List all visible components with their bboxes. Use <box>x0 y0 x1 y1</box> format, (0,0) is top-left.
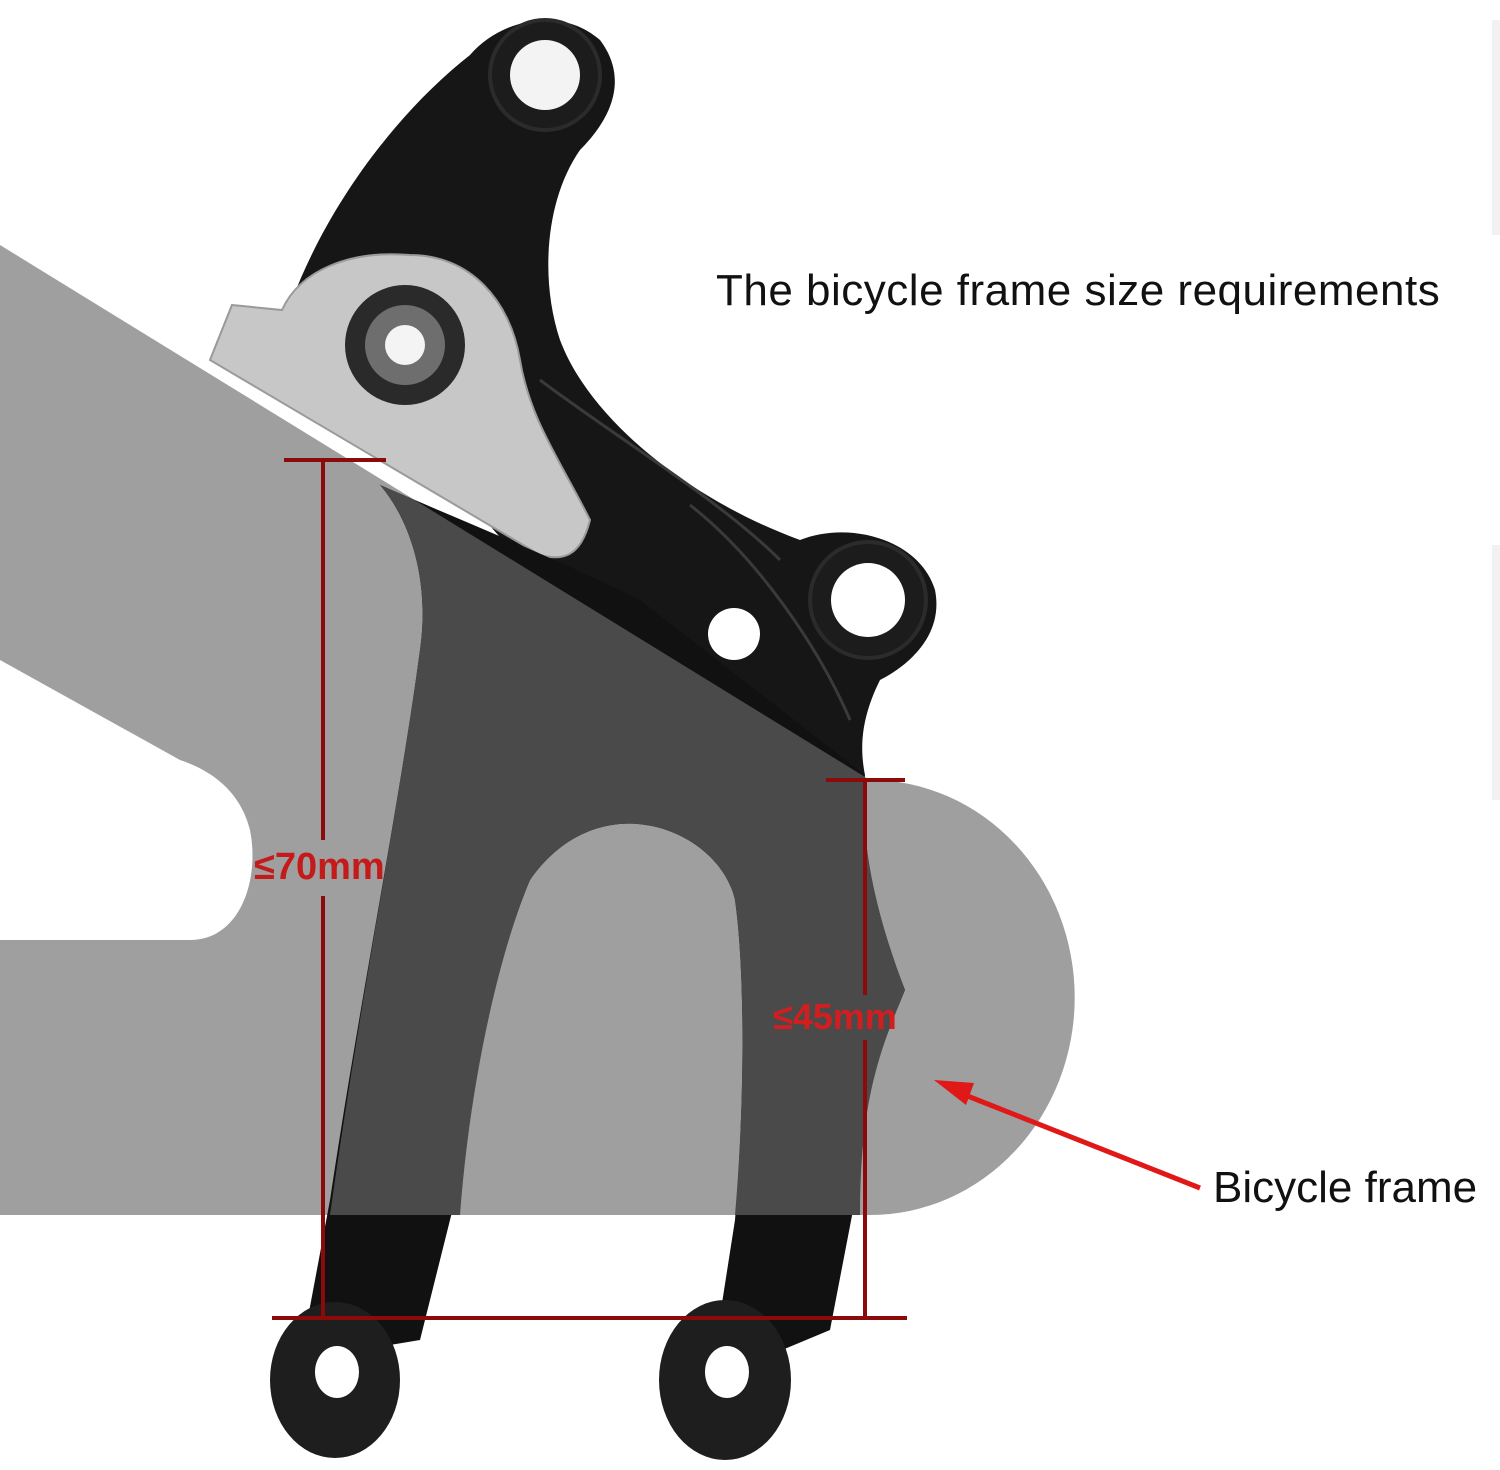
adapter-legs-icon <box>270 485 905 1460</box>
diagram-title: The bicycle frame size requirements <box>716 266 1441 315</box>
pointer-arrow-icon <box>934 1080 1201 1191</box>
dimension-label-45mm: ≤45mm <box>773 996 897 1037</box>
dimension-lines <box>272 458 907 1320</box>
edge-strip <box>1492 545 1500 800</box>
washer-plate-icon <box>208 253 592 559</box>
adapter-top-icon <box>292 18 937 775</box>
bicycle-frame-label: Bicycle frame <box>1213 1163 1478 1212</box>
edge-strip <box>1492 20 1500 235</box>
dimension-label-70mm: ≤70mm <box>254 846 385 888</box>
